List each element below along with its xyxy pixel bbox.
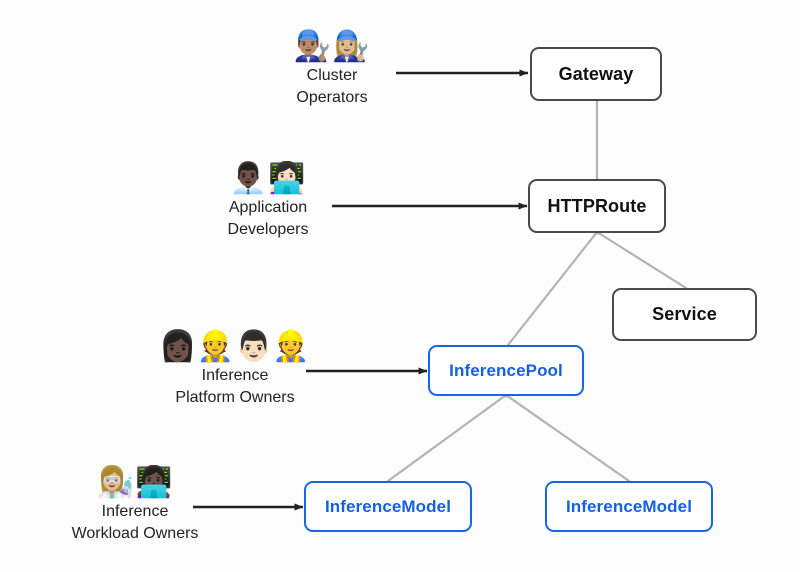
node-httproute[interactable]: HTTPRoute	[528, 179, 666, 233]
edge-inferencepool-inferencemodel-2	[504, 393, 631, 483]
edge-httproute-service	[595, 230, 688, 290]
inference-workload-owners-label-line2: Workload Owners	[71, 525, 199, 542]
edge-inferencepool-inferencemodel-1	[386, 393, 508, 483]
actor-application-developers: 👨🏿‍💼👩🏻‍💻 Application Developers	[188, 162, 348, 240]
node-inferencepool[interactable]: InferencePool	[428, 345, 584, 396]
node-inferencemodel-2[interactable]: InferenceModel	[545, 481, 713, 532]
cluster-operators-icon: 👨🏽‍🔧👩🏼‍🔧	[293, 29, 371, 64]
node-inferencemodel-1[interactable]: InferenceModel	[304, 481, 472, 532]
application-developers-icon: 👨🏿‍💼👩🏻‍💻	[229, 161, 307, 196]
actor-inference-workload-owners: 👩🏼‍🔬👩🏿‍💻 Inference Workload Owners	[42, 466, 228, 544]
inference-platform-owners-label-line1: Inference	[201, 367, 269, 384]
node-gateway[interactable]: Gateway	[530, 47, 662, 101]
cluster-operators-label-line2: Operators	[296, 89, 368, 106]
actor-inference-platform-owners: 👩🏿‍👷👨🏻‍👷 Inference Platform Owners	[150, 330, 320, 408]
application-developers-label-line2: Developers	[227, 221, 309, 238]
application-developers-label-line1: Application	[228, 199, 308, 216]
inference-workload-owners-icon: 👩🏼‍🔬👩🏿‍💻	[96, 465, 174, 500]
node-inferencemodel-2-label: InferenceModel	[565, 496, 693, 516]
node-inferencepool-label: InferencePool	[449, 360, 563, 380]
node-inferencemodel-1-label: InferenceModel	[324, 496, 452, 516]
node-service[interactable]: Service	[612, 288, 757, 341]
inference-platform-owners-icon: 👩🏿‍👷👨🏻‍👷	[159, 329, 311, 364]
cluster-operators-label-line1: Cluster	[306, 67, 358, 84]
actor-cluster-operators: 👨🏽‍🔧👩🏼‍🔧 Cluster Operators	[252, 30, 412, 108]
edge-httproute-inferencepool	[506, 230, 599, 347]
node-httproute-label: HTTPRoute	[547, 195, 647, 216]
inference-platform-owners-label-line2: Platform Owners	[175, 389, 295, 406]
node-gateway-label: Gateway	[558, 63, 634, 84]
inference-workload-owners-label-line1: Inference	[101, 503, 169, 520]
node-service-label: Service	[652, 304, 717, 324]
